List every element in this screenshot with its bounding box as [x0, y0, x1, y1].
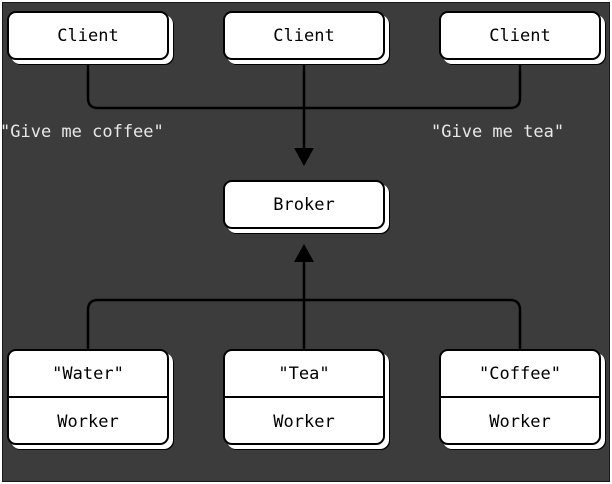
worker-label: Worker: [57, 411, 119, 432]
broker-box: Broker: [223, 180, 385, 229]
request-message-right: "Give me tea": [431, 122, 565, 142]
client-label: Client: [57, 25, 119, 46]
arrow-to-broker: [294, 148, 314, 166]
client-box-3: Client: [439, 11, 601, 60]
worker-service-label: "Tea": [225, 351, 383, 398]
worker-box-3: "Coffee" Worker: [439, 349, 601, 445]
arrow-from-workers: [294, 244, 314, 262]
worker-service-label: "Coffee": [441, 351, 599, 398]
broker-label: Broker: [273, 194, 335, 215]
worker-label: Worker: [489, 411, 551, 432]
worker-service-label: "Water": [9, 351, 167, 398]
worker-box-2: "Tea" Worker: [223, 349, 385, 445]
client-label: Client: [489, 25, 551, 46]
request-message-left: "Give me coffee": [0, 122, 164, 142]
client-box-1: Client: [7, 11, 169, 60]
client-box-2: Client: [223, 11, 385, 60]
client-label: Client: [273, 25, 335, 46]
worker-box-1: "Water" Worker: [7, 349, 169, 445]
worker-label: Worker: [273, 411, 335, 432]
